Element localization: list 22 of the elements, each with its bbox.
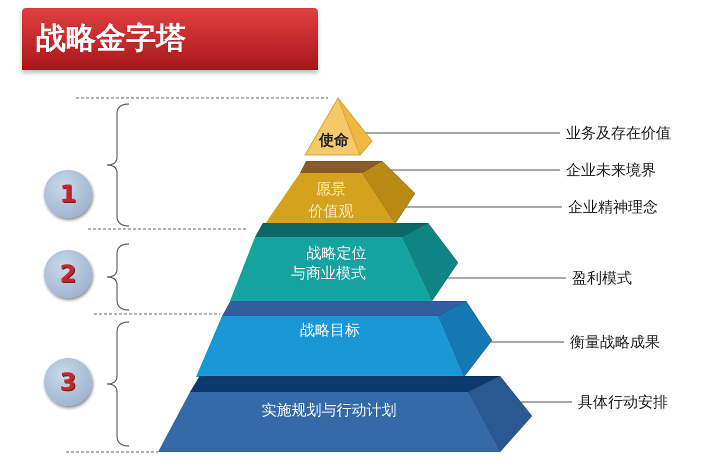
description-label: 衡量战略成果 bbox=[570, 332, 660, 352]
leader-line bbox=[520, 401, 572, 403]
description-label: 企业未来境界 bbox=[566, 160, 656, 180]
layer-label: 愿景 bbox=[315, 179, 347, 199]
layer-label: 使命 bbox=[318, 130, 350, 150]
title-banner: 战略金字塔 bbox=[22, 8, 318, 70]
description-label: 具体行动安排 bbox=[578, 392, 668, 412]
leader-line bbox=[366, 132, 560, 134]
layer-label: 战略定位与商业模式 bbox=[290, 243, 366, 283]
leader-line bbox=[391, 169, 560, 171]
leader-line bbox=[490, 341, 564, 343]
description-label: 业务及存在价值 bbox=[566, 123, 671, 143]
layer-label: 实施规划与行动计划 bbox=[260, 400, 398, 420]
description-label: 盈利模式 bbox=[572, 268, 632, 288]
description-label: 企业精神理念 bbox=[568, 197, 658, 217]
leader-line bbox=[406, 206, 562, 208]
number-circle: 2 bbox=[44, 250, 92, 298]
number-circle: 3 bbox=[44, 358, 92, 406]
leader-line bbox=[448, 277, 566, 279]
layer-label: 价值观 bbox=[308, 201, 354, 221]
layer-label: 战略目标 bbox=[299, 320, 361, 340]
number-circle: 1 bbox=[44, 170, 92, 218]
